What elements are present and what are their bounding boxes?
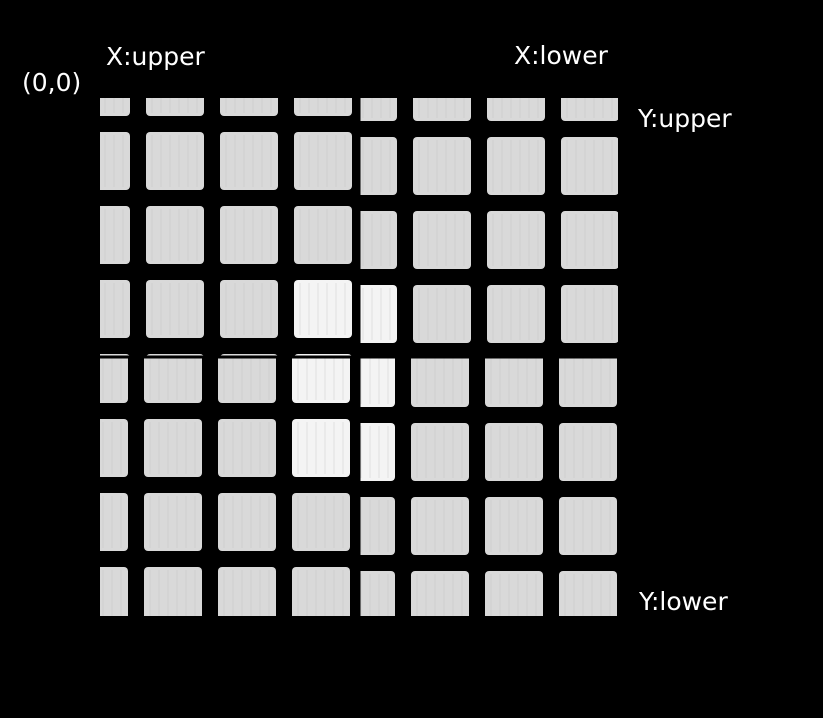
- mesh-cell: [559, 497, 617, 555]
- mesh-cell: [292, 567, 350, 616]
- mesh-cell: [411, 571, 469, 616]
- mesh-cell: [413, 137, 471, 195]
- mesh-cell: [220, 132, 278, 190]
- mesh-cell: [144, 357, 202, 403]
- mesh-cell: [359, 137, 397, 195]
- mesh-cell: [485, 423, 543, 481]
- x-upper-label: X:upper: [106, 42, 205, 71]
- mesh-cell: [487, 211, 545, 269]
- quadrant-upper-left: [100, 98, 359, 357]
- x-lower-label: X:lower: [514, 41, 608, 70]
- mesh-cell: [292, 357, 350, 403]
- grid-mesh-svg: [100, 98, 618, 616]
- mesh-cell: [146, 98, 204, 116]
- mesh-cell: [220, 280, 278, 338]
- mesh-cell: [561, 137, 618, 195]
- quadrant-upper-right: [359, 98, 618, 357]
- y-lower-label: Y:lower: [639, 587, 728, 616]
- origin-label: (0,0): [22, 68, 82, 97]
- mesh-cell: [220, 206, 278, 264]
- mesh-cell: [218, 567, 276, 616]
- mesh-cell: [487, 137, 545, 195]
- mesh-cell: [485, 571, 543, 616]
- mesh-cell: [559, 423, 617, 481]
- mesh-cell: [100, 98, 130, 116]
- mesh-cell: [144, 493, 202, 551]
- mesh-cell: [218, 357, 276, 403]
- mesh-cell: [100, 280, 130, 338]
- mesh-cell: [100, 132, 130, 190]
- mesh-cell: [413, 211, 471, 269]
- mesh-cell: [220, 98, 278, 116]
- mesh-cell: [413, 98, 471, 121]
- mesh-cell: [559, 357, 617, 407]
- quadrant-lower-left: [100, 357, 359, 616]
- mesh-cell: [100, 206, 130, 264]
- mesh-cell: [411, 497, 469, 555]
- mesh-cell: [218, 419, 276, 477]
- mesh-cell: [485, 497, 543, 555]
- mesh-cell: [146, 280, 204, 338]
- mesh-cell: [100, 493, 128, 551]
- mesh-cell: [359, 357, 395, 407]
- mesh-cell: [144, 419, 202, 477]
- mesh-cell: [100, 419, 128, 477]
- quadrant-lower-right: [359, 357, 618, 616]
- mesh-cell: [144, 567, 202, 616]
- mesh-cell: [294, 280, 352, 338]
- mesh-cell: [359, 571, 395, 616]
- stitched-grid-image: [100, 98, 618, 616]
- mesh-cell: [146, 206, 204, 264]
- mesh-cell: [413, 285, 471, 343]
- mesh-cell: [411, 423, 469, 481]
- mesh-cell: [294, 132, 352, 190]
- mesh-cell: [359, 98, 397, 121]
- mesh-cell: [146, 132, 204, 190]
- mesh-cell: [487, 98, 545, 121]
- mesh-cell: [100, 567, 128, 616]
- mesh-cell: [294, 98, 352, 116]
- mesh-cell: [359, 497, 395, 555]
- mesh-cell: [100, 357, 128, 403]
- mesh-cell: [359, 285, 397, 343]
- mesh-cell: [218, 493, 276, 551]
- mesh-cell: [561, 211, 618, 269]
- mesh-cell: [292, 493, 350, 551]
- mesh-cell: [292, 419, 350, 477]
- mesh-cell: [359, 423, 395, 481]
- mesh-cell: [561, 285, 618, 343]
- mesh-cell: [359, 211, 397, 269]
- mesh-cell: [487, 285, 545, 343]
- mesh-cell: [294, 206, 352, 264]
- mesh-cell: [485, 357, 543, 407]
- mesh-cell: [559, 571, 617, 616]
- mesh-cell: [411, 357, 469, 407]
- mesh-cell: [561, 98, 618, 121]
- y-upper-label: Y:upper: [638, 104, 732, 133]
